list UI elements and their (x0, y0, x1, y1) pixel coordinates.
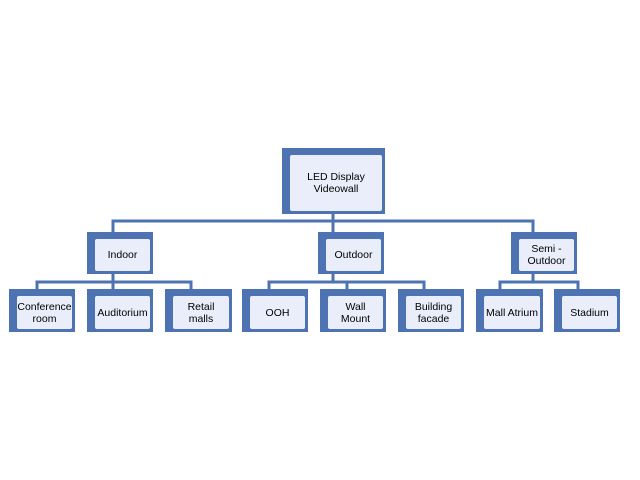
leaf-label: Wall Mount (325, 293, 386, 332)
leaf-label: Stadium (559, 293, 620, 332)
leaf-node-auditorium: Auditorium (87, 289, 153, 332)
leaf-label: OOH (247, 293, 308, 332)
leaf-label: Mall Atrium (481, 293, 543, 332)
leaf-label: Auditorium (92, 293, 153, 332)
category-node-semi-outdoor: Semi -Outdoor (511, 232, 577, 274)
category-label: Semi -Outdoor (516, 236, 577, 274)
leaf-label: Retail malls (170, 293, 232, 332)
category-label: Outdoor (323, 236, 384, 274)
category-node-indoor: Indoor (87, 232, 153, 274)
leaf-node-ooh: OOH (242, 289, 308, 332)
leaf-node-wall-mount: Wall Mount (320, 289, 386, 332)
category-node-outdoor: Outdoor (318, 232, 384, 274)
category-label: Indoor (92, 236, 153, 274)
leaf-node-stadium: Stadium (554, 289, 620, 332)
leaf-node-retail-malls: Retail malls (165, 289, 232, 332)
leaf-node-mall-atrium: Mall Atrium (476, 289, 543, 332)
